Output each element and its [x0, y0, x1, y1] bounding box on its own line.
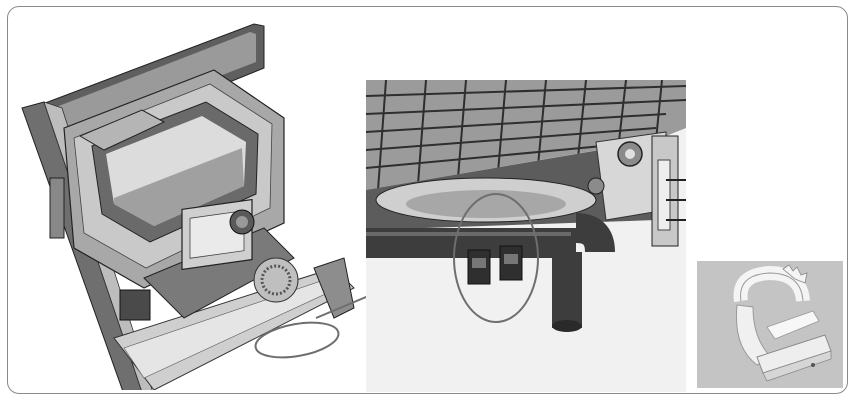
highlight-circle-icon	[453, 193, 539, 323]
highlight-circle-icon	[254, 321, 340, 359]
clip-photo-view	[697, 261, 843, 388]
clip-photo-image	[697, 261, 843, 388]
tube-clip-detail-view	[366, 80, 686, 392]
tube-clip-detail-drawing	[366, 80, 686, 392]
appliance-assembly-view	[14, 18, 364, 390]
appliance-assembly-drawing	[21, 23, 355, 390]
